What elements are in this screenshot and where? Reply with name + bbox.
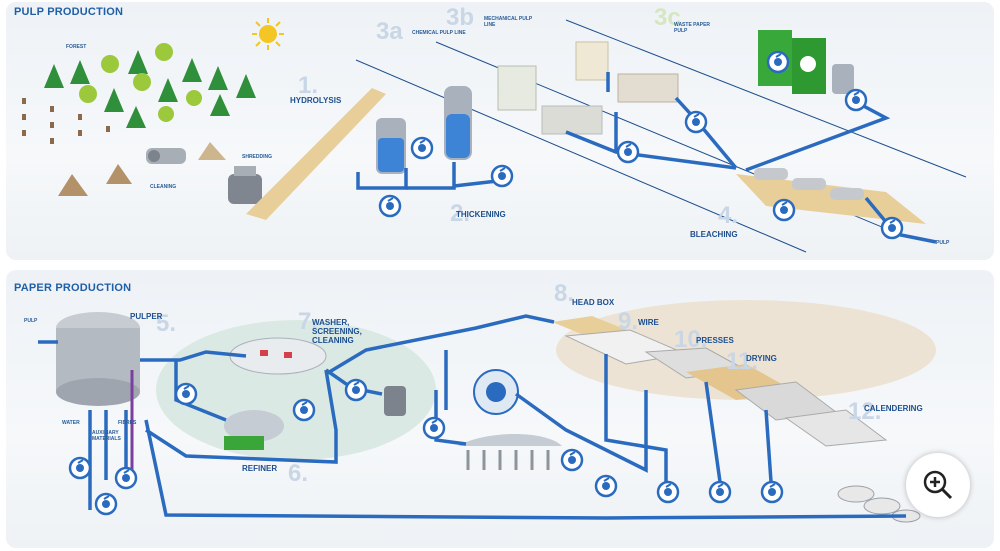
pump-icon-5 (684, 110, 708, 134)
chemical-line-label: CHEMICAL PULP LINE (412, 30, 466, 36)
sun-icon (252, 18, 284, 50)
step-number: 8. (554, 280, 575, 307)
washer-label: WASHER, SCREENING, CLEANING (312, 318, 362, 345)
forest-trees (22, 43, 256, 144)
paper-diagram (38, 300, 936, 523)
pump-icon-6 (766, 50, 790, 74)
pump-icon-p10 (68, 456, 92, 480)
step-number: 1. (298, 72, 319, 99)
paper-section-title: PAPER PRODUCTION (14, 282, 132, 294)
shredding-label: SHREDDING (242, 154, 273, 160)
refiner-label: REFINER (242, 464, 278, 473)
wire-label: WIRE (638, 318, 659, 327)
hydrolysis-tank (376, 118, 406, 174)
pump-icon-p11 (114, 466, 138, 490)
pump-icon-8 (772, 198, 796, 222)
pulper-label: PULPER (130, 312, 163, 321)
step-number: 10. (674, 326, 708, 353)
bleaching-label: BLEACHING (690, 230, 738, 239)
step-number: 9. (618, 308, 639, 335)
paper-rolls (837, 485, 921, 523)
water-label: WATER (62, 420, 80, 426)
pulp-production-panel: PULP PRODUCTION 1. 2. 3a 3b 3c 4. FOREST… (6, 2, 994, 260)
pulp-output-label: PULP (936, 240, 950, 246)
pump-icon-4 (616, 140, 640, 164)
pump-icon-p7 (656, 480, 680, 504)
pump-icon-p12 (94, 492, 118, 516)
presses-label: PRESSES (696, 336, 734, 345)
step-number: 11. (726, 348, 759, 375)
pump-icon-7 (844, 88, 868, 112)
step-number: 4. (718, 202, 739, 229)
step-number: 7. (298, 308, 319, 335)
step-number: 3a (376, 18, 403, 45)
pump-icon-p9 (760, 480, 784, 504)
pump-icon-p6 (594, 474, 618, 498)
step-number: 12. (848, 398, 882, 425)
pump-icon-p4 (422, 416, 446, 440)
step-number: 2. (450, 200, 471, 227)
pulp-input-label: PULP (24, 318, 38, 324)
pump-icon-1 (378, 194, 402, 218)
pump-icon-2 (410, 136, 434, 160)
hydrolysis-label: HYDROLYSIS (290, 96, 342, 105)
pulp-diagram (22, 18, 967, 253)
zoom-in-icon (923, 470, 953, 500)
pulper-tank (56, 312, 140, 406)
headbox-label: HEAD BOX (572, 298, 615, 307)
pump-icon-9 (880, 216, 904, 240)
refiner-machine (224, 410, 284, 450)
thickening-tank (444, 86, 472, 160)
pump-icon-p1 (174, 382, 198, 406)
pump-icon-p8 (708, 480, 732, 504)
step-number: 3c (654, 4, 681, 31)
cleaning-label: CLEANING (150, 184, 177, 190)
zoom-in-button[interactable] (906, 453, 970, 517)
step-number: 3b (446, 4, 475, 31)
aux-materials-label: AUXILIARY MATERIALS (92, 430, 121, 442)
waste-paper-label: WASTE PAPER PULP (674, 22, 711, 34)
thickening-label: THICKENING (456, 210, 506, 219)
calendering-label: CALENDERING (864, 404, 923, 413)
step-number: 5. (156, 310, 177, 337)
drying-label: DRYING (746, 354, 777, 363)
pulp-section-title: PULP PRODUCTION (14, 6, 124, 18)
chip-conveyor (246, 88, 386, 220)
pump-icon-p5 (560, 448, 584, 472)
pump-icon-p3 (344, 378, 368, 402)
forest-label: FOREST (66, 44, 87, 50)
cleaning-drum-icon (146, 148, 186, 164)
mechanical-line-label: MECHANICAL PULP LINE (484, 16, 533, 28)
paper-production-panel: PAPER PRODUCTION 5. 6. 7. 8. 9. 10. 11. … (6, 270, 994, 548)
pump-icon-p2 (292, 398, 316, 422)
pump-icon-3 (490, 164, 514, 188)
fibres-label: FIBRES (118, 420, 137, 426)
recycling-bins-icon (758, 30, 854, 94)
shredder-icon (228, 166, 262, 204)
step-number: 6. (288, 460, 309, 487)
